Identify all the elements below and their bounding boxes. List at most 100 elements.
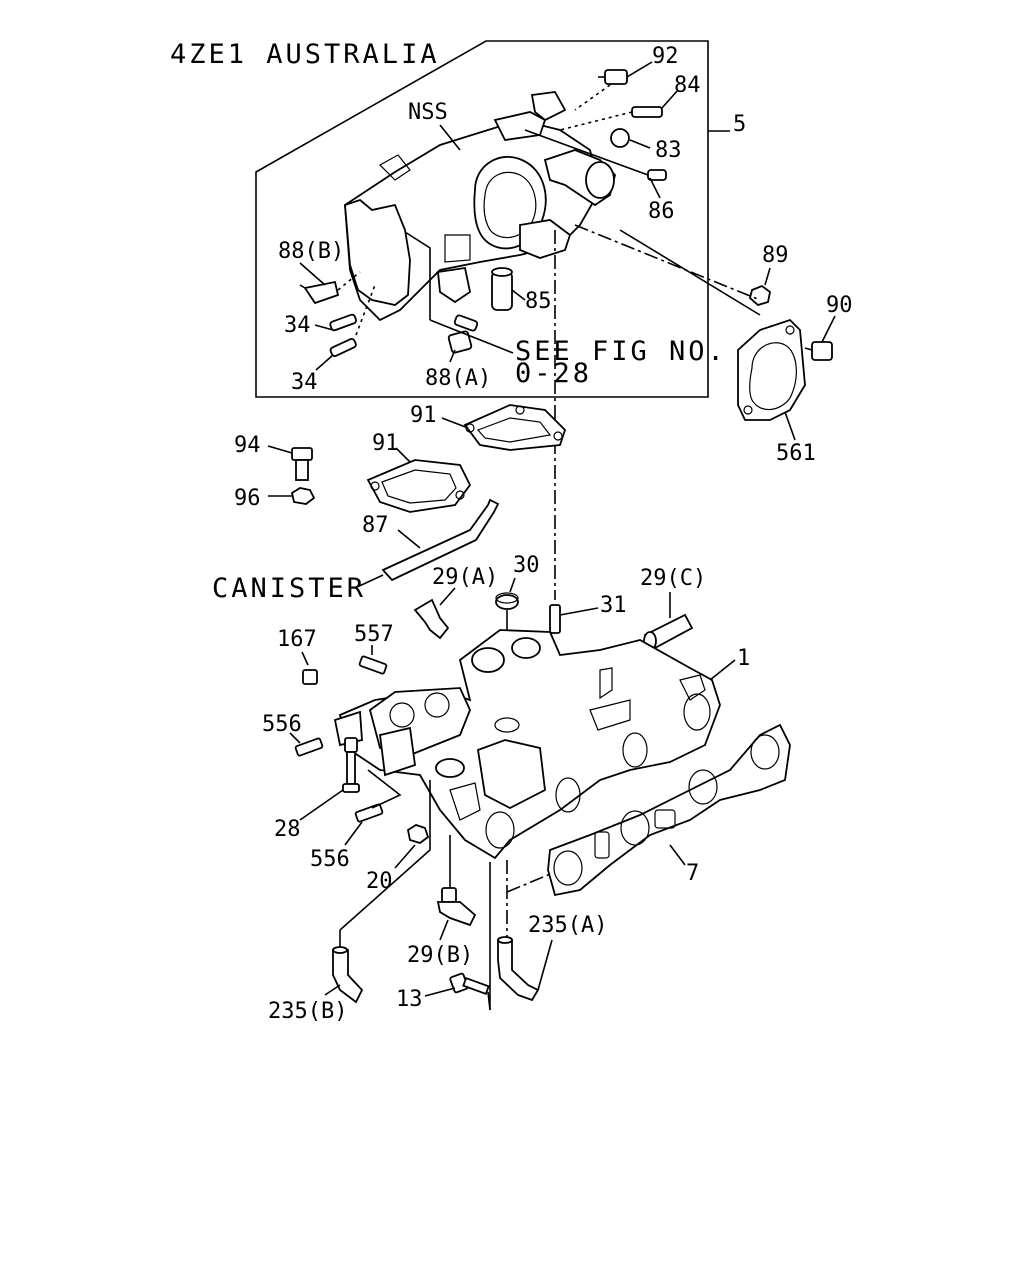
label-87: 87 xyxy=(362,513,389,538)
label-5: 5 xyxy=(733,112,746,137)
part-28[interactable] xyxy=(342,737,360,793)
sensor-parts[interactable] xyxy=(437,266,479,332)
leader-86 xyxy=(649,177,661,199)
leader-87 xyxy=(397,529,421,549)
part-167[interactable] xyxy=(302,669,318,685)
label-556-lower: 556 xyxy=(310,847,350,872)
label-7: 7 xyxy=(686,861,699,886)
assembly-frame xyxy=(255,40,709,398)
label-96: 96 xyxy=(234,486,261,511)
label-13: 13 xyxy=(396,987,423,1012)
part-20[interactable] xyxy=(406,824,430,844)
leader-7 xyxy=(669,844,686,866)
label-557: 557 xyxy=(354,622,394,647)
leader-88a xyxy=(449,349,456,363)
part-557[interactable] xyxy=(358,655,388,675)
part-92[interactable] xyxy=(598,69,628,85)
part-83[interactable] xyxy=(610,128,630,148)
leader-31 xyxy=(559,607,599,616)
part-29c[interactable] xyxy=(643,613,694,651)
part-94[interactable] xyxy=(291,447,313,481)
label-34-upper: 34 xyxy=(284,313,311,338)
leader-91-lower xyxy=(395,447,411,463)
part-88b[interactable] xyxy=(299,280,340,305)
label-1: 1 xyxy=(737,646,750,671)
label-29a: 29(A) xyxy=(432,565,498,590)
label-235b: 235(B) xyxy=(268,999,347,1024)
leader-94 xyxy=(267,445,293,454)
label-92: 92 xyxy=(652,44,679,69)
part-13[interactable] xyxy=(449,972,490,996)
leader-556-lower xyxy=(344,821,363,846)
throttle-body[interactable] xyxy=(344,91,616,322)
part-96[interactable] xyxy=(290,487,316,505)
canister-label: CANISTER xyxy=(212,573,366,604)
leader-34-upper xyxy=(314,324,334,331)
diagram-title: 4ZE1 AUSTRALIA xyxy=(170,39,440,70)
leader-235b xyxy=(324,984,341,996)
leader-20 xyxy=(394,844,416,869)
part-29b[interactable] xyxy=(436,887,477,927)
leader-13 xyxy=(424,987,456,997)
label-561: 561 xyxy=(776,441,816,466)
gasket-561[interactable] xyxy=(737,318,806,421)
label-167: 167 xyxy=(277,627,317,652)
label-90: 90 xyxy=(826,293,853,318)
label-29b: 29(B) xyxy=(407,943,473,968)
label-86: 86 xyxy=(648,199,675,224)
leader-167 xyxy=(301,651,309,666)
label-91-upper: 91 xyxy=(410,403,437,428)
part-89[interactable] xyxy=(748,284,771,307)
leader-92 xyxy=(626,61,653,78)
part-90[interactable] xyxy=(804,341,833,361)
part-556-lower[interactable] xyxy=(354,803,384,823)
label-235a: 235(A) xyxy=(528,913,607,938)
leader-1 xyxy=(709,659,736,681)
leader-90 xyxy=(821,315,836,343)
part-235b[interactable] xyxy=(332,946,364,1004)
leader-29a xyxy=(439,587,456,606)
label-556-upper: 556 xyxy=(262,712,302,737)
label-85: 85 xyxy=(525,289,552,314)
label-88a: 88(A) xyxy=(425,366,491,391)
label-91-lower: 91 xyxy=(372,431,399,456)
label-83: 83 xyxy=(655,138,682,163)
part-31[interactable] xyxy=(549,604,561,634)
leader-nss xyxy=(439,124,461,151)
label-30: 30 xyxy=(513,553,540,578)
part-235a[interactable] xyxy=(497,936,540,1002)
leader-85 xyxy=(511,289,526,301)
leader-83 xyxy=(629,139,651,149)
part-88a[interactable] xyxy=(447,330,473,354)
label-84: 84 xyxy=(674,73,701,98)
label-20: 20 xyxy=(366,869,393,894)
gasket-91-upper[interactable] xyxy=(463,404,567,451)
part-30[interactable] xyxy=(495,592,519,610)
part-87-hose[interactable] xyxy=(381,498,500,582)
leader-89 xyxy=(764,267,771,286)
label-34-lower: 34 xyxy=(291,370,318,395)
leader-30 xyxy=(509,577,516,593)
leader-28 xyxy=(299,789,344,821)
leader-84 xyxy=(661,89,679,109)
see-fig-line1: SEE FIG NO. xyxy=(515,336,727,367)
leader-88b xyxy=(299,262,326,286)
part-84[interactable] xyxy=(631,106,663,118)
part-29a[interactable] xyxy=(413,598,450,640)
label-28: 28 xyxy=(274,817,301,842)
gasket-7[interactable] xyxy=(547,723,791,897)
intake-manifold[interactable] xyxy=(333,629,721,860)
see-fig-line2: 0-28 xyxy=(515,358,592,389)
leader-34-lower xyxy=(315,354,334,371)
part-34-upper[interactable] xyxy=(329,313,357,332)
label-29c: 29(C) xyxy=(640,566,706,591)
gasket-91-lower[interactable] xyxy=(366,459,472,513)
part-85[interactable] xyxy=(491,267,513,311)
leader-91-upper xyxy=(441,417,469,429)
part-34-lower[interactable] xyxy=(329,337,357,357)
label-94: 94 xyxy=(234,433,261,458)
part-556-upper[interactable] xyxy=(294,737,324,757)
leader-235a xyxy=(537,939,553,991)
label-31: 31 xyxy=(600,593,627,618)
